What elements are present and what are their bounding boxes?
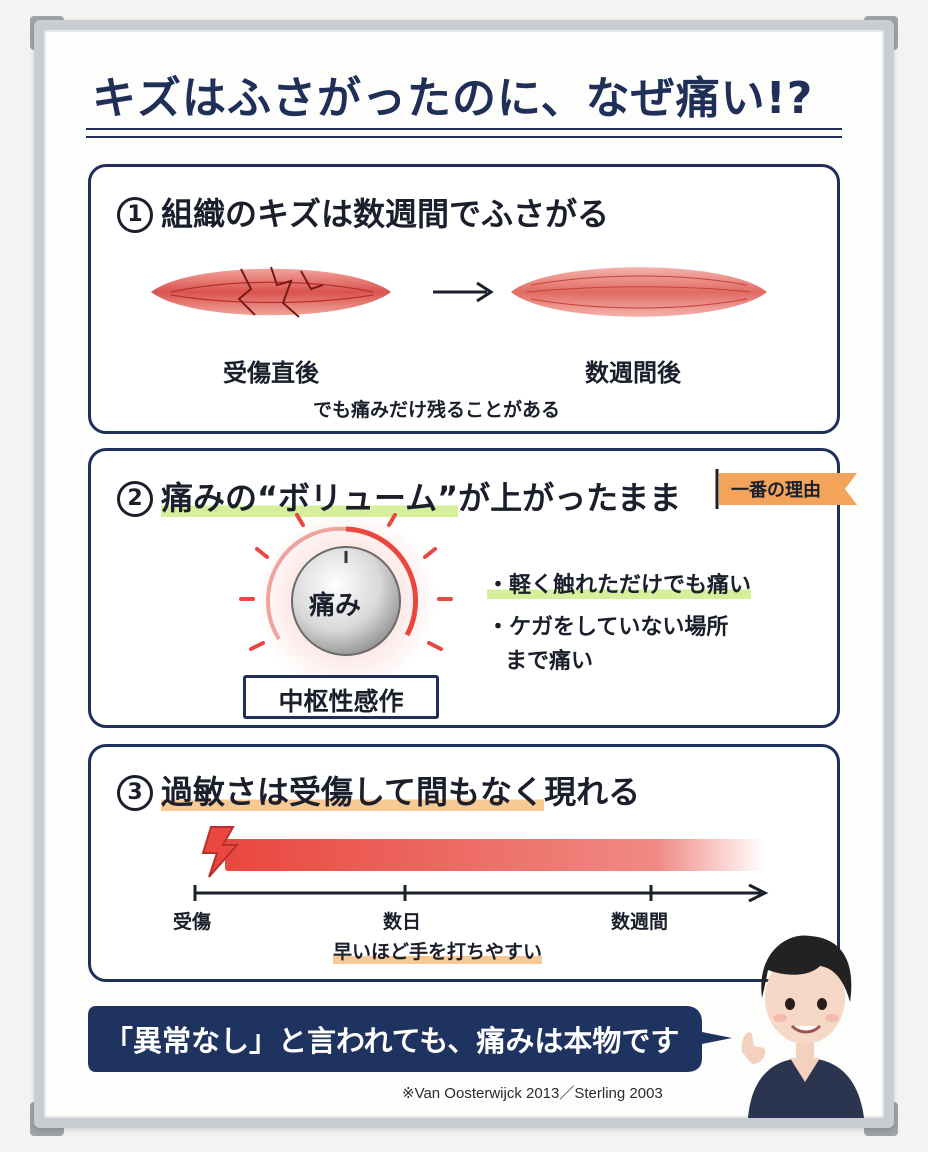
section-number: 1	[117, 197, 153, 233]
timeline	[193, 826, 769, 903]
timeline-tick-label: 受傷	[173, 911, 212, 933]
torn-muscle-illustration	[151, 266, 391, 318]
label-weeks-later: 数週間後	[585, 359, 681, 387]
doctor-avatar	[741, 935, 864, 1118]
arrow-icon	[433, 281, 494, 303]
section-1-heading-text: 組織のキズは数週間でふさがる	[161, 195, 610, 233]
banner-text: 「異常なし」と言われても、痛みは本物です	[104, 1024, 680, 1058]
section-number: 3	[117, 775, 153, 811]
timeline-tick-label: 数日	[383, 911, 422, 933]
dial-text: 痛み	[309, 591, 362, 621]
heading-highlight: 痛みの	[161, 479, 258, 517]
label-just-injured: 受傷直後	[223, 359, 319, 387]
citation: ※Van Oosterwijck 2013／Sterling 2003	[402, 1085, 663, 1102]
section-1-note: でも痛みだけ残ることがある	[313, 399, 561, 421]
pain-volume-dial	[239, 511, 453, 679]
heading-highlight: “ボリューム”	[257, 479, 459, 517]
flag-ribbon	[715, 469, 857, 509]
dial-caption-box: 中枢性感作	[243, 675, 439, 719]
section-3-note: 早いほど手を打ちやすい	[333, 937, 543, 964]
bullet-item: ・ケガをしていない場所	[487, 615, 729, 640]
timeline-tick-label: 数週間	[611, 911, 669, 933]
message-banner	[88, 1006, 732, 1072]
flag-text: 一番の理由	[731, 480, 821, 501]
healed-muscle-illustration	[511, 267, 767, 317]
heading-highlight: 過敏さは	[161, 773, 290, 811]
dial-caption: 中枢性感作	[278, 687, 404, 716]
bullet-item: ・軽く触れただけでも痛い	[487, 567, 752, 599]
title-underline	[86, 128, 842, 130]
title-underline	[86, 136, 842, 138]
page-title: キズはふさがったのに、なぜ痛い!?	[92, 73, 814, 124]
lightning-icon	[201, 826, 240, 878]
heading-highlight: 受傷して間もなく	[289, 773, 545, 811]
heading-text: 現れる	[544, 773, 641, 811]
section-number: 2	[117, 481, 153, 517]
heading-text: が上がったまま	[458, 479, 682, 517]
bullet-item: まで痛い	[505, 649, 594, 674]
